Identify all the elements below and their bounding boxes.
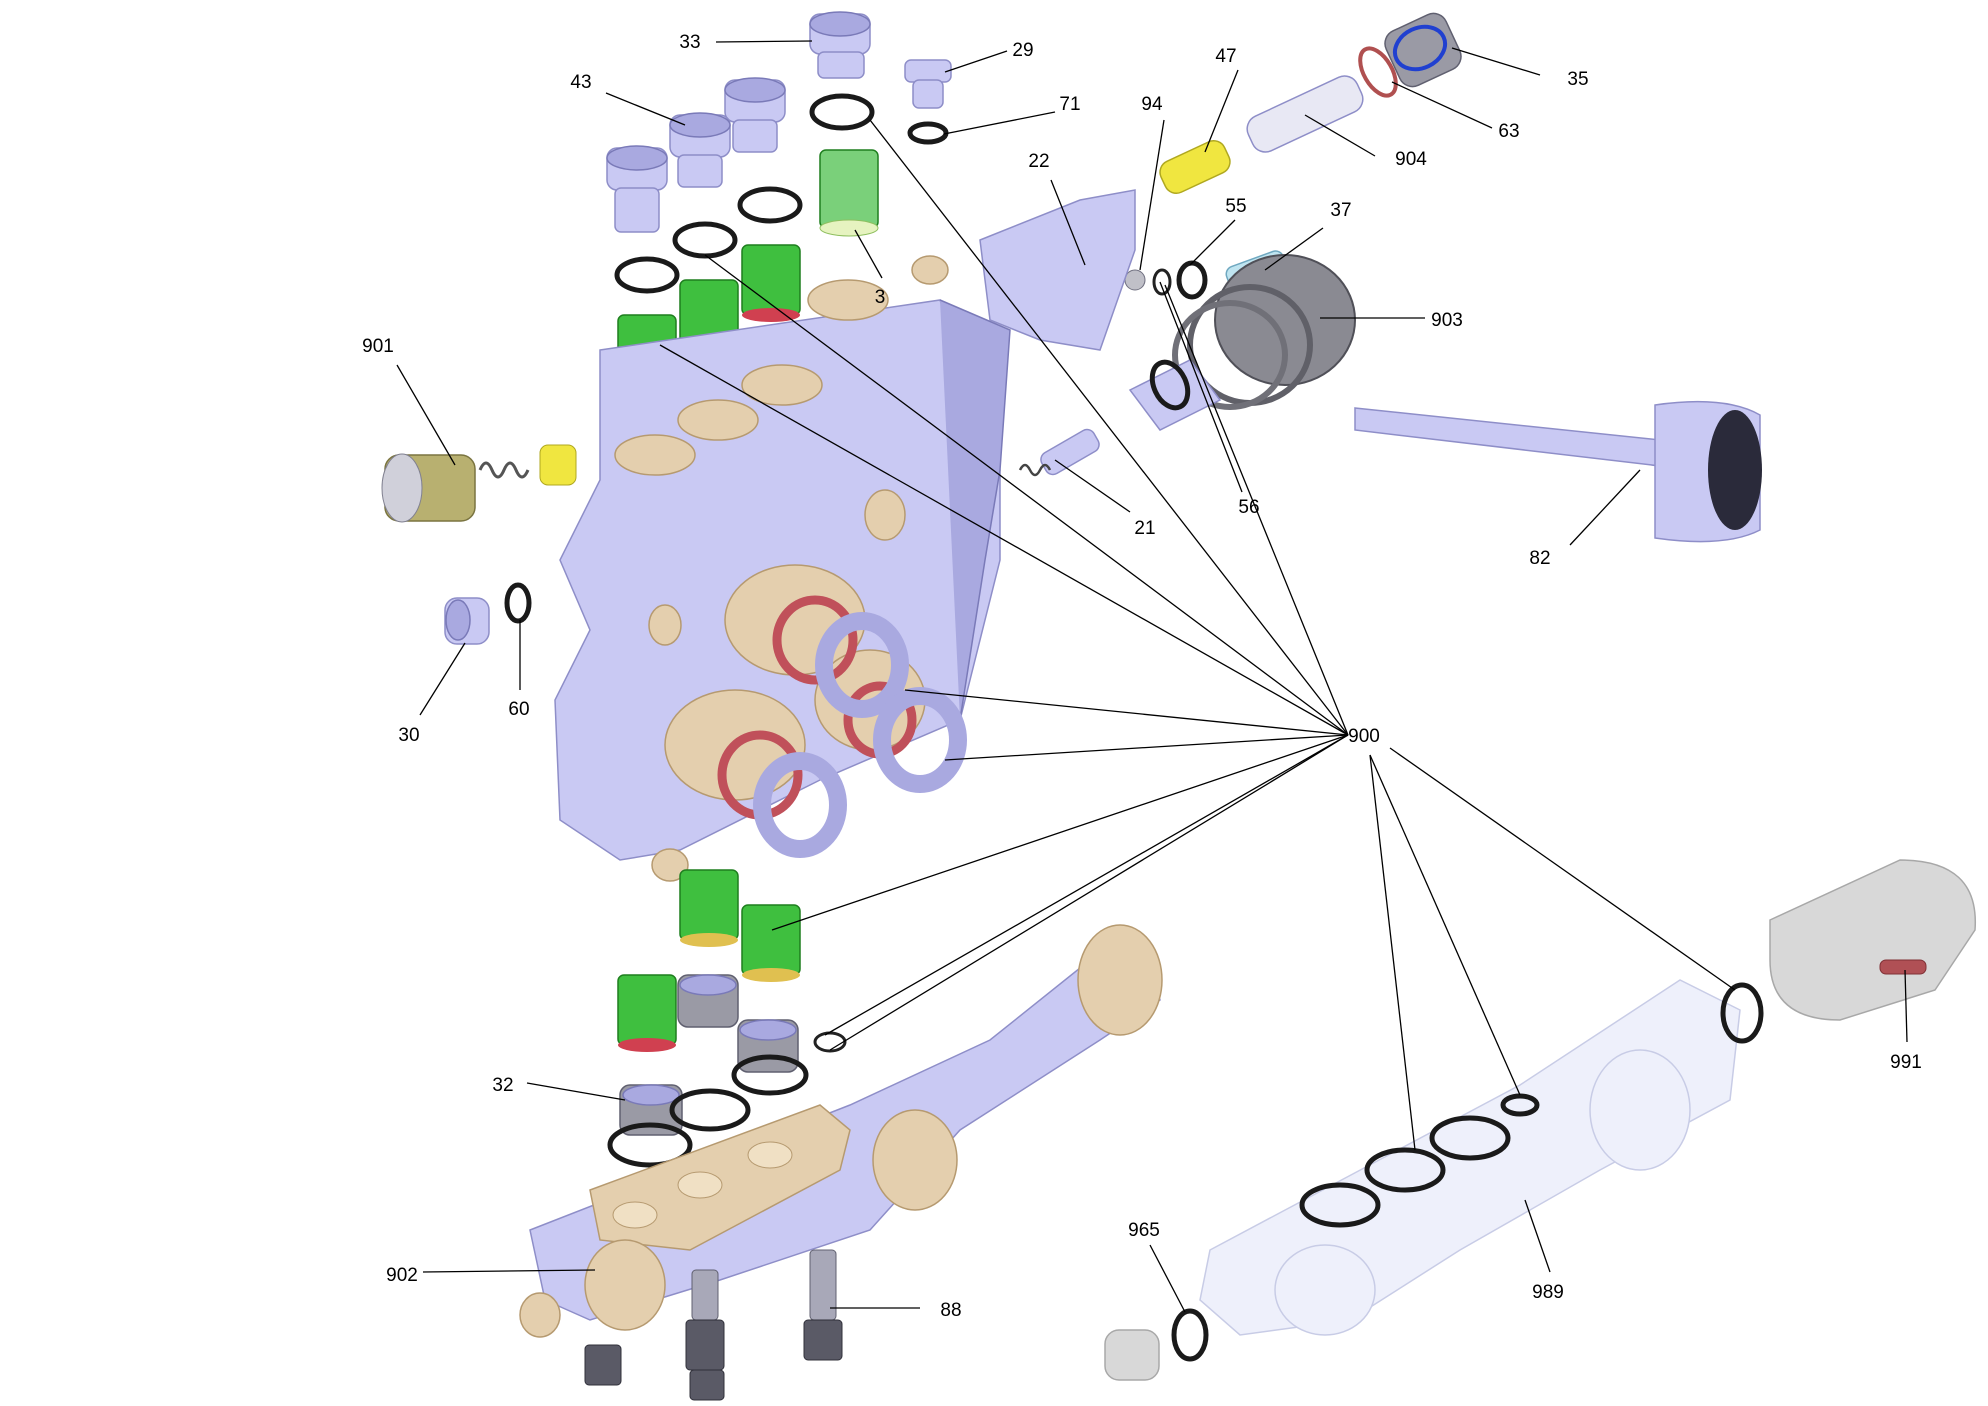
part-903-unloader[interactable]: [1128, 254, 1356, 431]
callout-33: 33: [679, 32, 700, 53]
callout-94: 94: [1141, 94, 1163, 115]
o-ring-top[interactable]: [809, 93, 875, 131]
part-35-cap[interactable]: [1380, 9, 1465, 91]
callout-3: 3: [875, 287, 886, 308]
callout-901: 901: [362, 336, 394, 357]
o-ring-55b[interactable]: [1152, 268, 1172, 296]
callout-965: 965: [1128, 1220, 1160, 1241]
callout-22: 22: [1028, 151, 1049, 172]
o-ring-43a[interactable]: [737, 186, 803, 224]
callout-903: 903: [1431, 310, 1463, 331]
callout-900: 900: [1348, 726, 1380, 747]
o-ring-43c[interactable]: [614, 256, 680, 294]
pump-head-body[interactable]: [554, 279, 1011, 882]
callout-63: 63: [1498, 121, 1519, 142]
part-991-housing-ghost[interactable]: [1769, 859, 1976, 1021]
o-ring-small[interactable]: [813, 1031, 847, 1053]
o-ring-989b[interactable]: [1364, 1147, 1446, 1193]
part-30-bushing[interactable]: [444, 597, 490, 645]
callout-labels: 33 29 35 47 63 43 71 94 904 22 55 37 3 9…: [362, 32, 1922, 1321]
part-55-o-ring[interactable]: [1176, 260, 1208, 300]
callout-32: 32: [492, 1075, 513, 1096]
callout-55: 55: [1225, 196, 1246, 217]
callout-29: 29: [1012, 40, 1033, 61]
callout-904: 904: [1395, 149, 1427, 170]
callout-35: 35: [1567, 69, 1588, 90]
callout-21: 21: [1134, 518, 1155, 539]
parts-layer: [381, 9, 1976, 1401]
callout-60: 60: [508, 699, 529, 720]
callout-43: 43: [570, 72, 591, 93]
callout-47: 47: [1215, 46, 1236, 67]
o-ring-989-small[interactable]: [1500, 1093, 1540, 1117]
o-ring-989a[interactable]: [1299, 1182, 1381, 1228]
o-ring-32b[interactable]: [669, 1088, 751, 1132]
o-ring-32c[interactable]: [731, 1054, 809, 1096]
callout-71: 71: [1059, 94, 1080, 115]
part-94-ball[interactable]: [1124, 269, 1146, 291]
part-82-piston[interactable]: [1354, 400, 1762, 543]
part-21-valve[interactable]: [1018, 427, 1102, 478]
plugs-lower-grey[interactable]: [677, 974, 799, 1073]
o-ring-989c[interactable]: [1429, 1115, 1511, 1161]
part-60-o-ring[interactable]: [504, 582, 532, 624]
part-63-o-ring[interactable]: [1353, 42, 1403, 101]
callout-56: 56: [1238, 497, 1259, 518]
part-901-valve[interactable]: [381, 444, 577, 523]
part-965-fitting[interactable]: [1104, 1329, 1160, 1381]
part-88-bolts[interactable]: [584, 1249, 843, 1401]
callout-37: 37: [1330, 200, 1351, 221]
face-seals[interactable]: [717, 595, 967, 858]
callout-82: 82: [1529, 548, 1550, 569]
callout-989: 989: [1532, 1282, 1564, 1303]
part-43-plugs[interactable]: [606, 77, 786, 233]
o-ring-43b[interactable]: [672, 221, 738, 259]
callout-88: 88: [940, 1300, 961, 1321]
part-902-manifold[interactable]: [519, 924, 1163, 1338]
o-ring-991[interactable]: [1720, 982, 1764, 1044]
part-29-plug[interactable]: [904, 59, 952, 109]
pump-bypass-housing[interactable]: [911, 189, 1136, 351]
part-965-o-ring[interactable]: [1171, 1308, 1209, 1362]
leader-lines: [396, 40, 1908, 1313]
valves-lower-green[interactable]: [617, 869, 801, 1052]
part-47-valve[interactable]: [1156, 137, 1234, 197]
callout-991: 991: [1890, 1052, 1922, 1073]
callout-30: 30: [398, 725, 419, 746]
o-ring-32a[interactable]: [607, 1122, 693, 1168]
part-904-valve-stem[interactable]: [1243, 71, 1368, 156]
part-32-plug[interactable]: [619, 1084, 683, 1136]
part-33-plug[interactable]: [809, 11, 871, 79]
part-3-valve[interactable]: [819, 149, 879, 237]
callout-902: 902: [386, 1265, 418, 1286]
part-71-o-ring[interactable]: [907, 121, 949, 145]
